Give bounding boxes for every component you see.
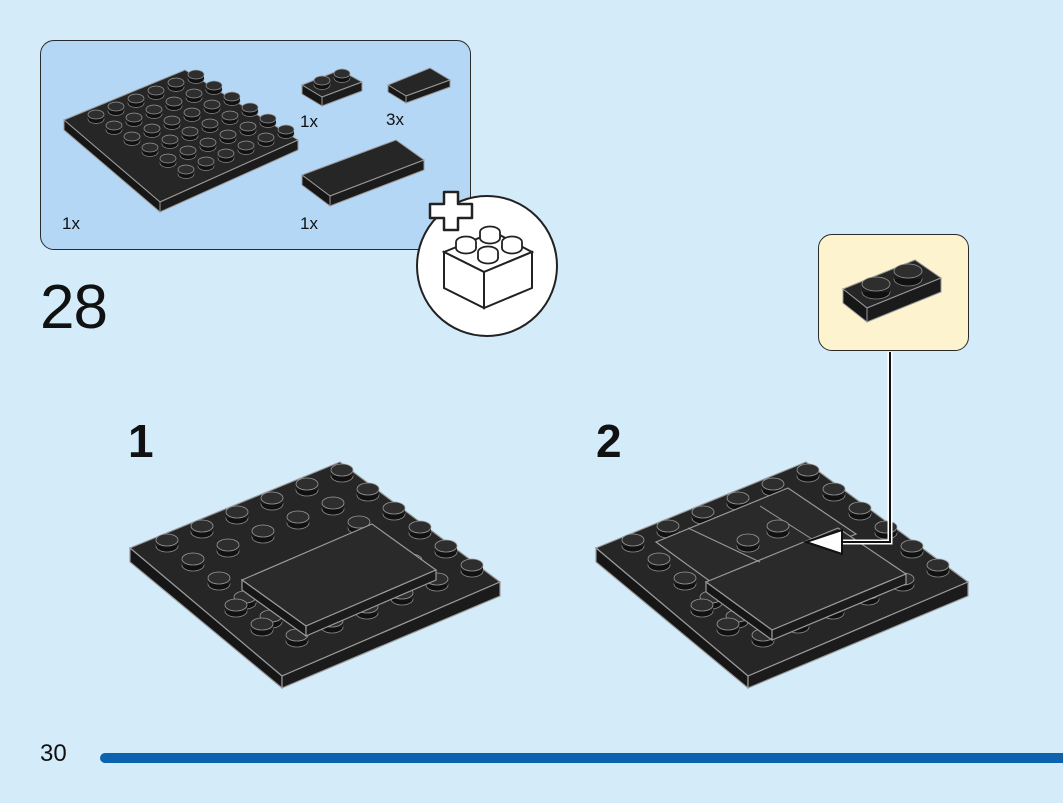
- qty-plate-1x2: 1x: [300, 112, 318, 131]
- progress-bar: [100, 753, 1063, 763]
- tile-1x2-part-image: [386, 67, 452, 104]
- step-1-assembly-image: [128, 461, 502, 690]
- qty-tile-2x4: 1x: [300, 214, 318, 233]
- plate-6x6-part-image: [63, 69, 300, 214]
- plate-1x2-part-image: [300, 68, 364, 107]
- arrow-indicator: [802, 352, 893, 556]
- qty-plate-6x6: 1x: [62, 214, 80, 233]
- qty-tile-1x2: 3x: [386, 110, 404, 129]
- substep-2-label: 2: [596, 415, 622, 467]
- plus-icon: [428, 190, 474, 232]
- extra-brick-badge: [416, 190, 558, 337]
- step-2-assembly-image: [594, 352, 970, 690]
- tile-2x4-part-image: [300, 139, 426, 207]
- step-number: 28: [40, 273, 108, 342]
- substep-1-label: 1: [128, 415, 154, 467]
- callout-plate-1x2-image: [842, 259, 943, 324]
- page-number: 30: [40, 740, 67, 767]
